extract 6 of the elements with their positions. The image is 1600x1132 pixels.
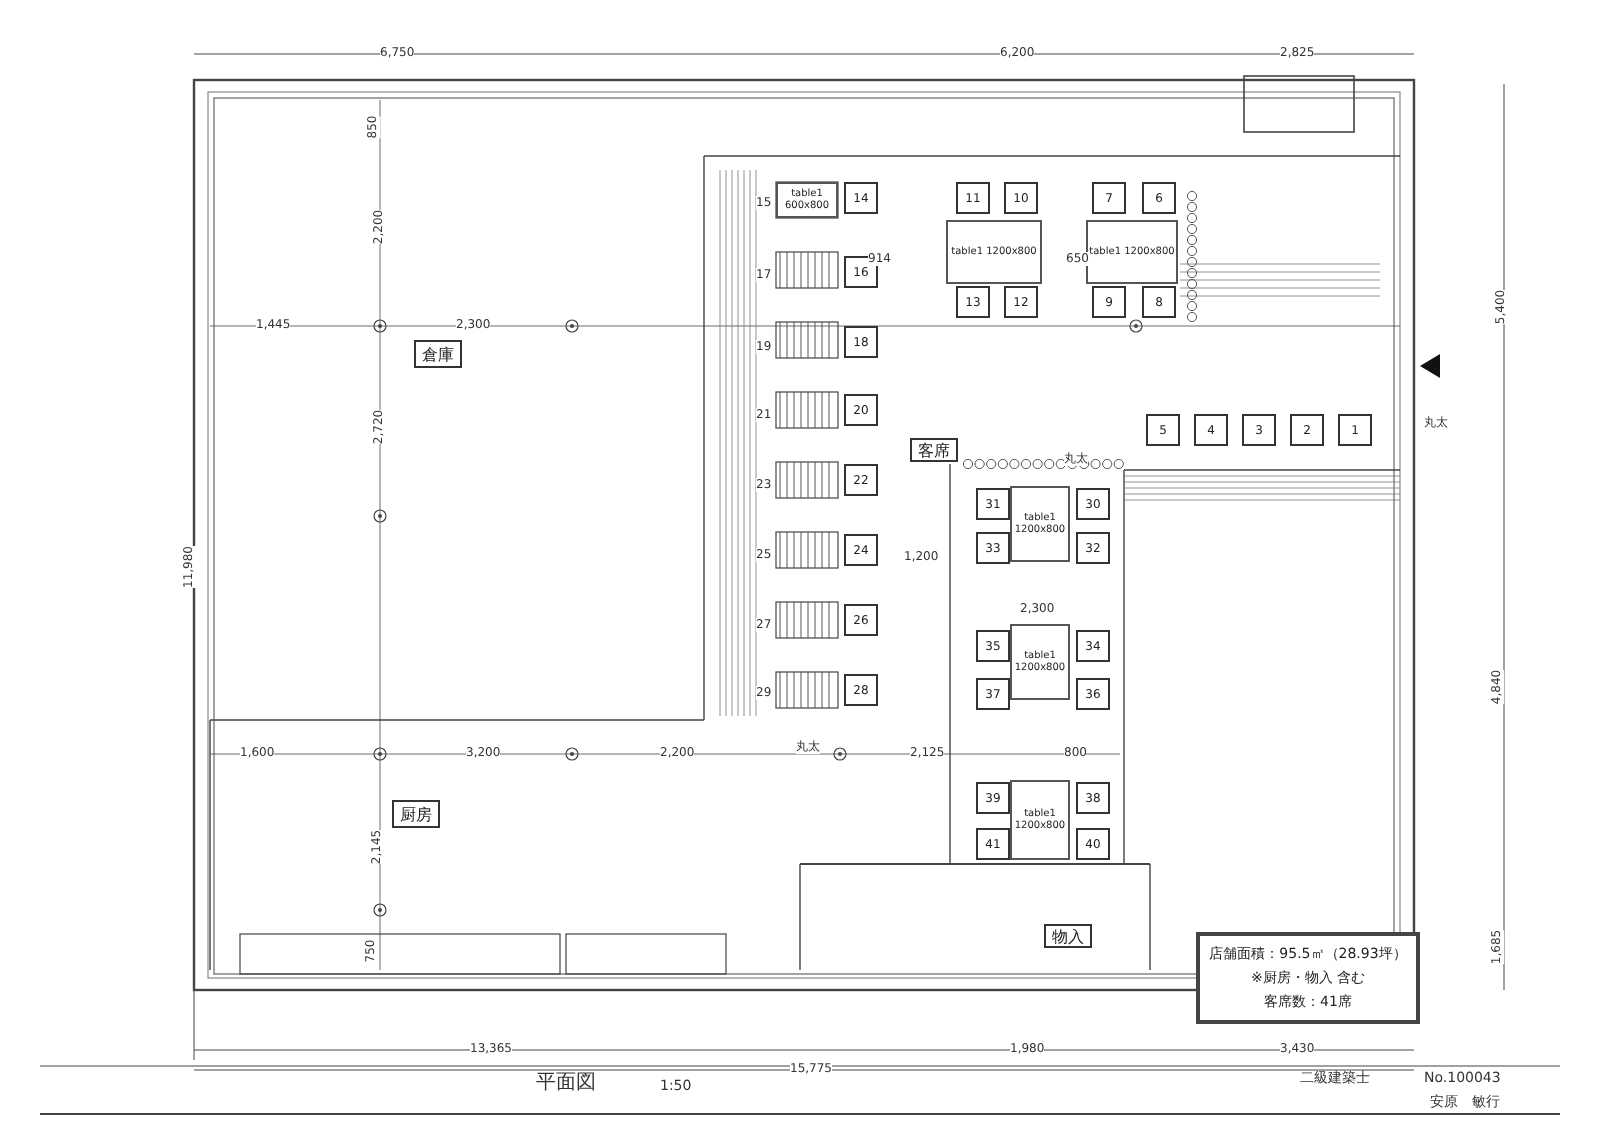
area-note-box: [1196, 932, 1420, 1024]
room-label: 厨房: [392, 800, 440, 828]
room-label: 物入: [1044, 924, 1092, 948]
room-label: 倉庫: [414, 340, 462, 368]
drawing-title: 平面図: [536, 1076, 596, 1090]
room-label: 客席: [910, 438, 958, 462]
